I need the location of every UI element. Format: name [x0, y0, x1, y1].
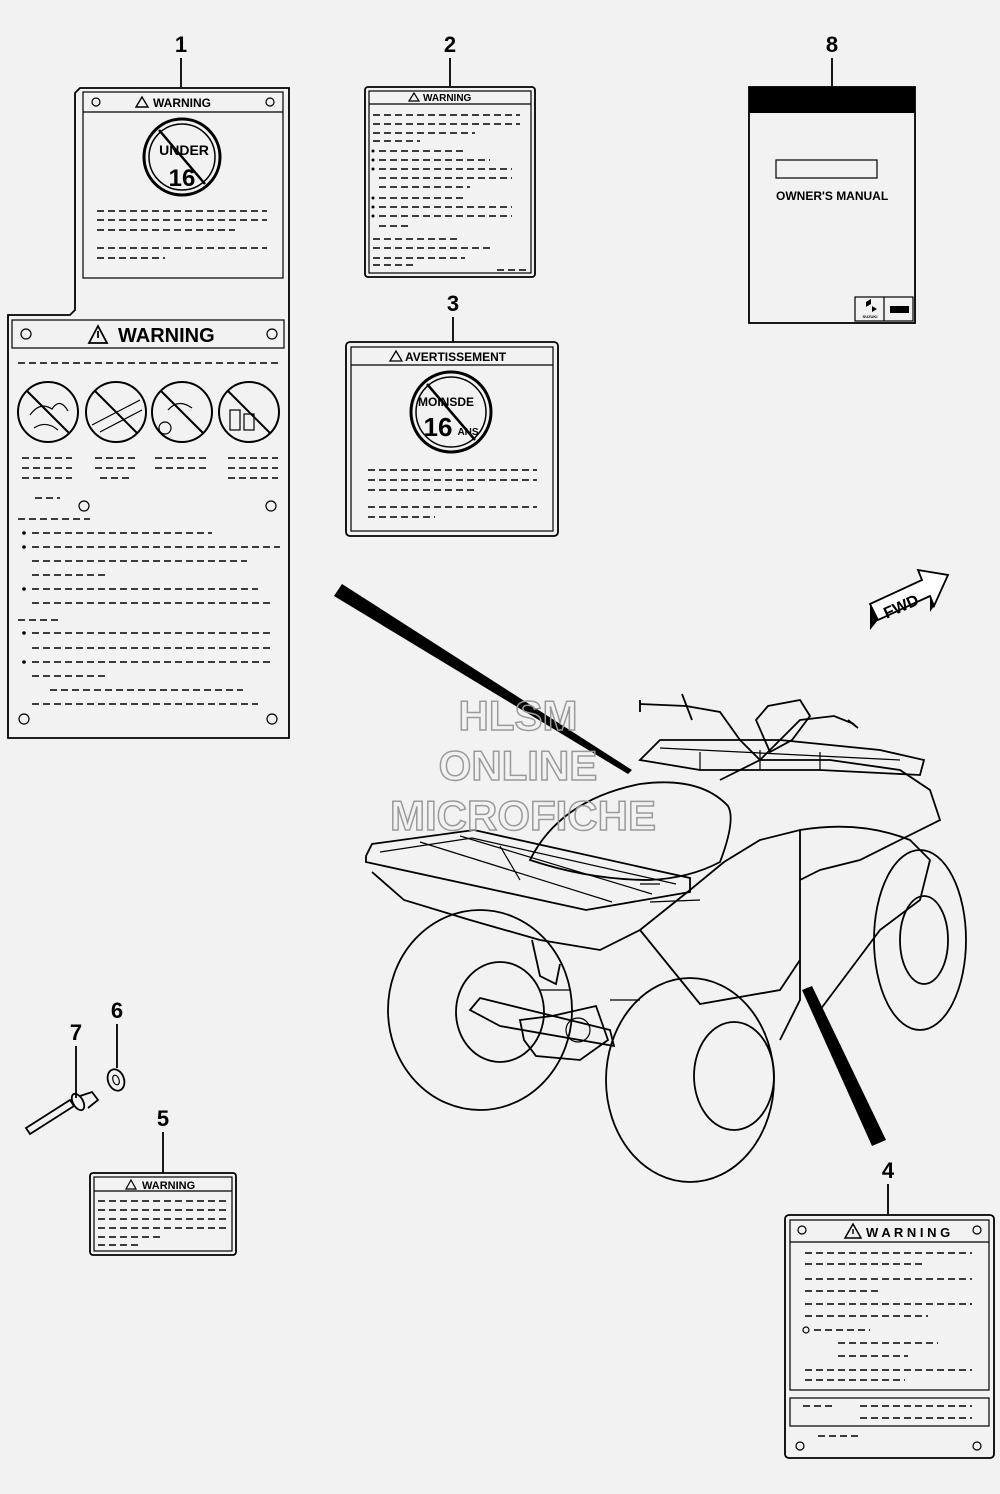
label-5-warning: WARNING — [142, 1180, 195, 1192]
part-8-owners-manual[interactable]: 8 OWNER'S MANUAL SUZUKI — [748, 32, 916, 324]
no-passenger-icon — [17, 381, 79, 443]
warning-triangle-icon-large — [87, 324, 109, 344]
watermark-line-1: HLSM — [459, 692, 578, 739]
warning-triangle-icon — [124, 1178, 138, 1190]
no-under-16-icon — [142, 117, 222, 197]
label-moins-de: MOINSDE — [418, 395, 474, 409]
no-pavement-icon — [85, 381, 147, 443]
label-16: 16 — [169, 165, 196, 192]
warning-triangle-icon — [388, 349, 404, 362]
callout-2: 2 — [444, 32, 456, 57]
callout-8: 8 — [826, 32, 838, 57]
label-16-fr: 16 — [424, 412, 453, 442]
callout-7: 7 — [70, 1020, 82, 1045]
warning-triangle-icon — [843, 1222, 863, 1239]
callout-1: 1 — [175, 32, 187, 57]
label-ans: ANS — [457, 427, 478, 438]
callout-3: 3 — [447, 291, 459, 316]
no-overturn-icon — [151, 381, 213, 443]
warning-triangle-icon — [407, 91, 421, 102]
part-6-washer[interactable]: 6 — [105, 998, 128, 1093]
suzuki-logo-icon: SUZUKI — [854, 296, 914, 322]
part-3-avertissement-label[interactable]: 3 AVERTISSEMENT MOINSDE 16 ANS — [345, 291, 559, 537]
label-1-warning-large: WARNING — [118, 325, 215, 347]
part-7-rivet[interactable]: 7 — [24, 1020, 100, 1136]
label-1-warning: WARNING — [153, 96, 211, 110]
warning-triangle-icon — [134, 95, 150, 108]
atv-illustration — [334, 584, 967, 1183]
label-2-warning: WARNING — [423, 93, 472, 104]
callout-6: 6 — [111, 998, 123, 1023]
watermark: HLSM ONLINE MICROFICHE — [389, 691, 657, 840]
label-4-warning: W A R N I N G — [866, 1225, 950, 1240]
label-owners-manual: OWNER'S MANUAL — [776, 189, 888, 203]
watermark-line-3: MICROFICHE — [390, 792, 656, 839]
watermark-line-2: ONLINE — [439, 742, 598, 789]
no-alcohol-icon — [218, 381, 280, 443]
label-brand: SUZUKI — [863, 314, 878, 319]
callout-4: 4 — [882, 1158, 895, 1183]
part-5-warning-label[interactable]: 5 WARNING — [89, 1106, 237, 1256]
part-2-warning-label[interactable]: 2 WARNING — [364, 32, 536, 278]
label-avertissement: AVERTISSEMENT — [405, 350, 507, 364]
part-4-warning-label[interactable]: 4 W A R N I N G — [784, 1158, 995, 1459]
part-1-warning-label[interactable]: 1 WARNING UNDER 16 WARNING — [7, 32, 290, 739]
fwd-arrow-icon: FWD — [868, 568, 950, 630]
label-under: UNDER — [159, 142, 209, 158]
no-under-16-icon-fr — [409, 370, 493, 454]
callout-5: 5 — [157, 1106, 169, 1131]
